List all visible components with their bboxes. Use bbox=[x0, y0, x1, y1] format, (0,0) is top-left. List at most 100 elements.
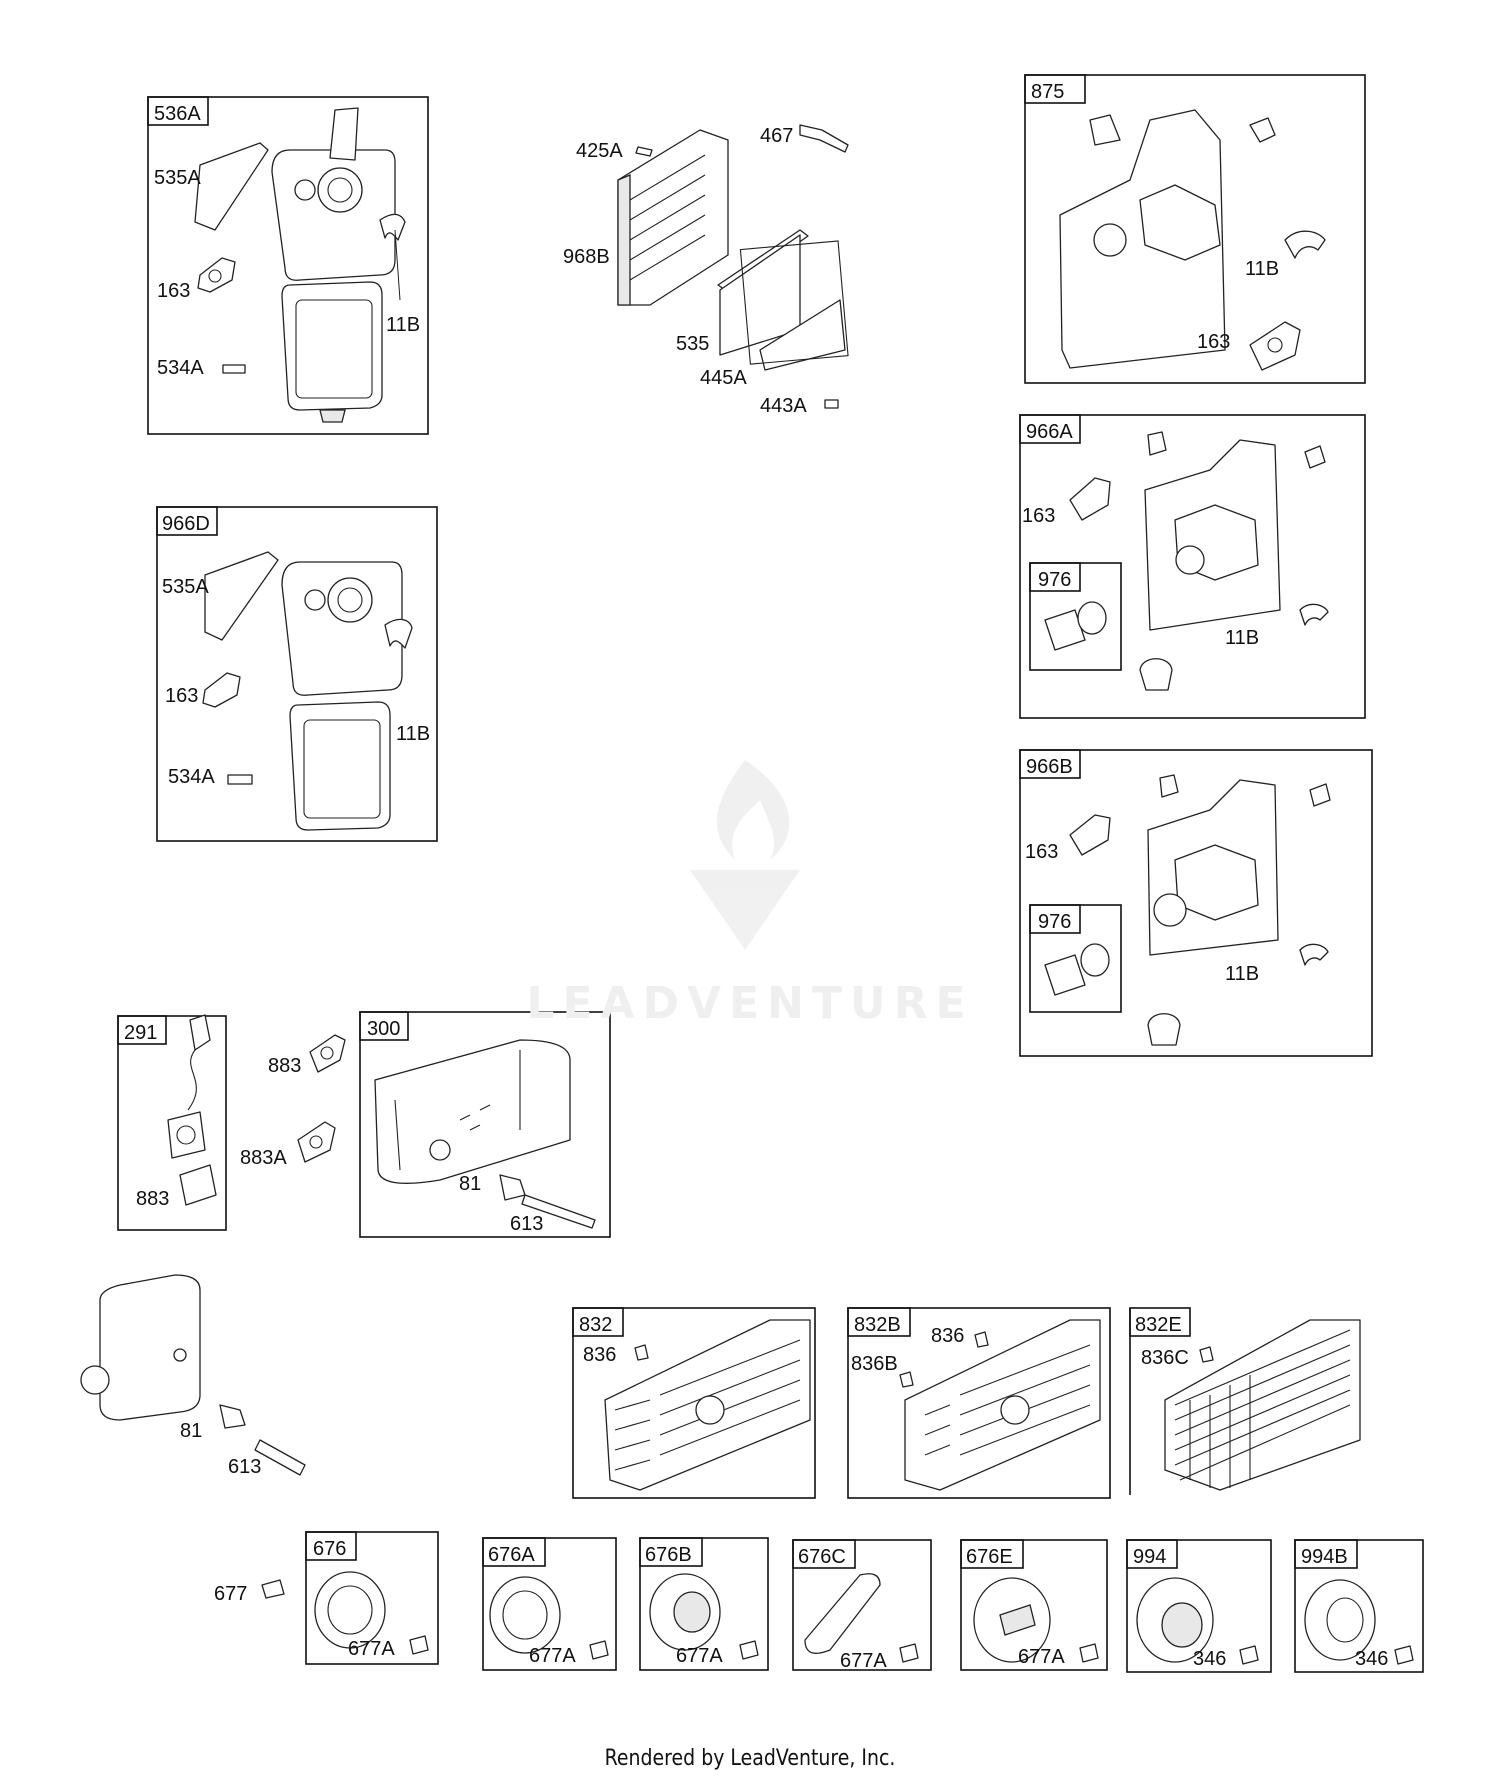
bolt-467 bbox=[799, 124, 849, 153]
primer-bulb bbox=[1044, 954, 1086, 996]
air-filter-pad bbox=[194, 142, 269, 231]
label-163: 163 bbox=[1022, 505, 1055, 527]
assembly-832B: 832B 836 836B bbox=[847, 1307, 1111, 1499]
box-label-536A: 536A bbox=[154, 103, 201, 125]
box-label-966A: 966A bbox=[1026, 421, 1073, 443]
label-677A: 677A bbox=[348, 1638, 395, 1660]
box-label-875: 875 bbox=[1031, 81, 1064, 103]
assembly-968B: 425A 467 968B 535 445A 443A bbox=[563, 124, 849, 417]
watermark-logo bbox=[690, 760, 800, 950]
screw-534A bbox=[222, 364, 246, 374]
screw-836 bbox=[634, 1344, 649, 1361]
label-346: 346 bbox=[1355, 1648, 1388, 1670]
cap bbox=[1147, 1013, 1181, 1046]
screw-81 bbox=[219, 1404, 246, 1429]
tube-11B bbox=[1284, 230, 1326, 259]
box-label-676E: 676E bbox=[966, 1546, 1013, 1568]
label-81: 81 bbox=[459, 1173, 481, 1195]
air-cleaner-cover bbox=[281, 281, 383, 411]
screw-677A bbox=[1079, 1643, 1099, 1663]
bolt-613 bbox=[521, 1194, 596, 1229]
box-label-676: 676 bbox=[313, 1538, 346, 1560]
assembly-966A: 966A 976 163 11B bbox=[1019, 414, 1366, 719]
box-label-676C: 676C bbox=[798, 1546, 846, 1568]
box-label-966D: 966D bbox=[162, 513, 210, 535]
label-836B: 836B bbox=[851, 1353, 898, 1375]
tube-11B bbox=[1299, 943, 1329, 966]
screw-677A bbox=[739, 1640, 759, 1660]
box-label-832: 832 bbox=[579, 1314, 612, 1336]
breather-tube bbox=[384, 618, 413, 649]
label-677A: 677A bbox=[529, 1645, 576, 1667]
label-535: 535 bbox=[676, 333, 709, 355]
gasket-163 bbox=[197, 257, 236, 293]
label-883: 883 bbox=[136, 1188, 169, 1210]
footer-credit: Rendered by LeadVenture, Inc. bbox=[604, 1746, 896, 1771]
label-163: 163 bbox=[1197, 331, 1230, 353]
label-677: 677 bbox=[214, 1583, 247, 1605]
assembly-994B: 994B 346 bbox=[1294, 1539, 1424, 1673]
gaskets-883: 883 883A bbox=[240, 1034, 346, 1169]
screw-425A bbox=[635, 146, 653, 157]
air-filter-pad bbox=[204, 551, 279, 641]
box-label-832B: 832B bbox=[854, 1314, 901, 1336]
label-534A: 534A bbox=[157, 357, 204, 379]
assembly-291: 291 883 bbox=[117, 1014, 227, 1231]
label-677A: 677A bbox=[1018, 1646, 1065, 1668]
label-968B: 968B bbox=[563, 246, 610, 268]
label-883: 883 bbox=[268, 1055, 301, 1077]
gasket-883A bbox=[297, 1121, 336, 1163]
assembly-966D: 966D 535A 163 534A 11B bbox=[156, 506, 438, 842]
screw-677 bbox=[261, 1579, 285, 1599]
assembly-832: 832 836 bbox=[572, 1307, 816, 1499]
label-534A: 534A bbox=[168, 766, 215, 788]
assembly-875: 875 11B 163 bbox=[1024, 74, 1366, 384]
box-label-994B: 994B bbox=[1301, 1546, 1348, 1568]
label-613: 613 bbox=[228, 1456, 261, 1478]
screw-677A bbox=[589, 1640, 609, 1660]
screw-346 bbox=[1394, 1645, 1414, 1665]
label-81: 81 bbox=[180, 1420, 202, 1442]
screw-836C bbox=[1199, 1346, 1214, 1363]
spark-arrestor bbox=[167, 1111, 206, 1159]
label-11B: 11B bbox=[1225, 627, 1259, 649]
label-11B: 11B bbox=[396, 723, 430, 745]
box-label-291: 291 bbox=[124, 1022, 157, 1044]
label-163: 163 bbox=[165, 685, 198, 707]
screw-677-loose: 677 bbox=[214, 1579, 285, 1605]
gasket-163 bbox=[1069, 477, 1111, 521]
box-label-976: 976 bbox=[1038, 569, 1071, 591]
assembly-994: 994 346 bbox=[1126, 1539, 1272, 1673]
muffler bbox=[374, 1039, 571, 1184]
assembly-536A: 536A 535A 163 534A 11B bbox=[147, 96, 429, 435]
box-label-300: 300 bbox=[367, 1018, 400, 1040]
label-425A: 425A bbox=[576, 140, 623, 162]
deflector bbox=[1304, 1579, 1376, 1661]
air-cleaner-cover bbox=[289, 701, 391, 831]
box-label-832E: 832E bbox=[1135, 1314, 1182, 1336]
screw-81 bbox=[499, 1174, 526, 1201]
box-label-676B: 676B bbox=[645, 1544, 692, 1566]
label-836: 836 bbox=[931, 1325, 964, 1347]
assembly-676C: 676C 677A bbox=[792, 1539, 932, 1672]
label-443A: 443A bbox=[760, 395, 807, 417]
gasket-883 bbox=[309, 1034, 346, 1073]
cap bbox=[1139, 658, 1173, 691]
gasket-163 bbox=[1069, 814, 1111, 856]
screw-534A bbox=[227, 774, 253, 785]
assembly-832E: 832E 836C bbox=[1129, 1307, 1361, 1495]
deflector bbox=[489, 1576, 561, 1654]
label-535A: 535A bbox=[154, 167, 201, 189]
deflector bbox=[804, 1573, 881, 1654]
muffler bbox=[99, 1274, 201, 1421]
screw-677A bbox=[409, 1635, 429, 1655]
box-label-676A: 676A bbox=[488, 1544, 535, 1566]
assembly-300: 300 81 613 bbox=[359, 1011, 611, 1238]
tube-11B bbox=[1299, 603, 1329, 626]
assembly-676A: 676A 677A bbox=[482, 1537, 617, 1671]
box-label-976: 976 bbox=[1038, 911, 1071, 933]
label-346: 346 bbox=[1193, 1648, 1226, 1670]
screw-346 bbox=[1239, 1645, 1259, 1665]
box-label-994: 994 bbox=[1133, 1546, 1166, 1568]
watermark-text: LEADVENTURE bbox=[526, 978, 974, 1029]
